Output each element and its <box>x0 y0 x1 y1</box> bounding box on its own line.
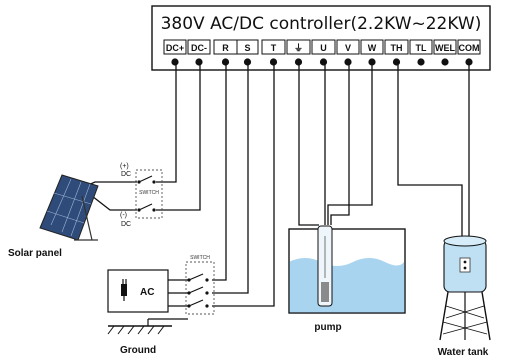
controller-unit: 380V AC/DC controller(2.2KW~22KW) DC+ DC-… <box>151 5 491 71</box>
terminal-4: T <box>261 39 286 66</box>
terminal-label: R <box>222 43 229 53</box>
ground-symbol <box>107 319 172 335</box>
terminal-screw <box>171 58 179 66</box>
terminal-label: T <box>271 43 277 53</box>
terminal-screw <box>344 58 352 66</box>
terminal-label: TL <box>416 43 427 53</box>
water-tank-label: Water tank <box>438 347 489 358</box>
controller-title: 380V AC/DC controller(2.2KW~22KW) <box>161 14 482 34</box>
wire-w <box>327 62 373 225</box>
terminal-label: WEL <box>435 43 455 53</box>
terminal-label: U <box>320 43 327 53</box>
terminal-label: TH <box>391 43 403 53</box>
wire-r <box>212 62 227 281</box>
terminal-label: W <box>368 43 377 53</box>
terminal-label: ⏚ <box>294 43 303 53</box>
wire-dc-minus <box>156 62 201 211</box>
ac-switch: SWITCH <box>185 255 215 315</box>
ground-label: Ground <box>120 345 156 356</box>
pump-icon <box>317 225 333 307</box>
wire-v <box>330 62 350 225</box>
terminal-5: ⏚ <box>286 39 311 66</box>
wire-dc-plus <box>156 62 177 183</box>
wire-t <box>212 62 275 307</box>
terminal-1: DC- <box>187 39 211 66</box>
dc-pos-sign: (+) <box>120 163 129 170</box>
terminal-label: V <box>345 43 351 53</box>
solar-switch: SWITCH <box>132 169 163 219</box>
ac-source: AC <box>107 269 169 313</box>
solar-panel-label: Solar panel <box>8 248 62 259</box>
terminal-label: S <box>244 43 250 53</box>
terminal-screw <box>319 58 328 66</box>
pump-well <box>288 225 406 314</box>
terminal-10: TL <box>409 39 433 66</box>
plug-icon <box>121 279 127 301</box>
terminal-label: DC+ <box>166 43 184 53</box>
water-tank-icon <box>439 235 491 341</box>
terminal-7: V <box>336 39 360 66</box>
terminal-9: TH <box>384 39 409 66</box>
terminal-screw <box>195 58 203 66</box>
terminal-screw <box>392 58 401 66</box>
ac-label: AC <box>140 287 154 298</box>
wire-earth <box>298 62 319 226</box>
terminal-label: COM <box>459 43 480 53</box>
wire-s <box>212 62 249 294</box>
terminal-screw <box>417 58 425 66</box>
dc-neg-text: DC <box>121 221 131 228</box>
terminal-0: DC+ <box>163 39 187 66</box>
terminal-11: WEL <box>433 39 457 66</box>
terminal-12: COM <box>457 39 481 66</box>
terminal-label: DC- <box>191 43 207 53</box>
dc-neg-sign: (-) <box>120 212 127 219</box>
pump-label: pump <box>314 322 341 333</box>
wiring <box>85 62 470 320</box>
wire-solar-neg <box>91 195 132 211</box>
svg-text:SWITCH: SWITCH <box>190 255 210 261</box>
solar-panel-icon <box>39 174 99 241</box>
dc-pos-text: DC <box>121 171 131 178</box>
svg-text:SWITCH: SWITCH <box>139 190 159 196</box>
terminal-screw <box>441 58 449 66</box>
wire-th <box>397 62 463 250</box>
